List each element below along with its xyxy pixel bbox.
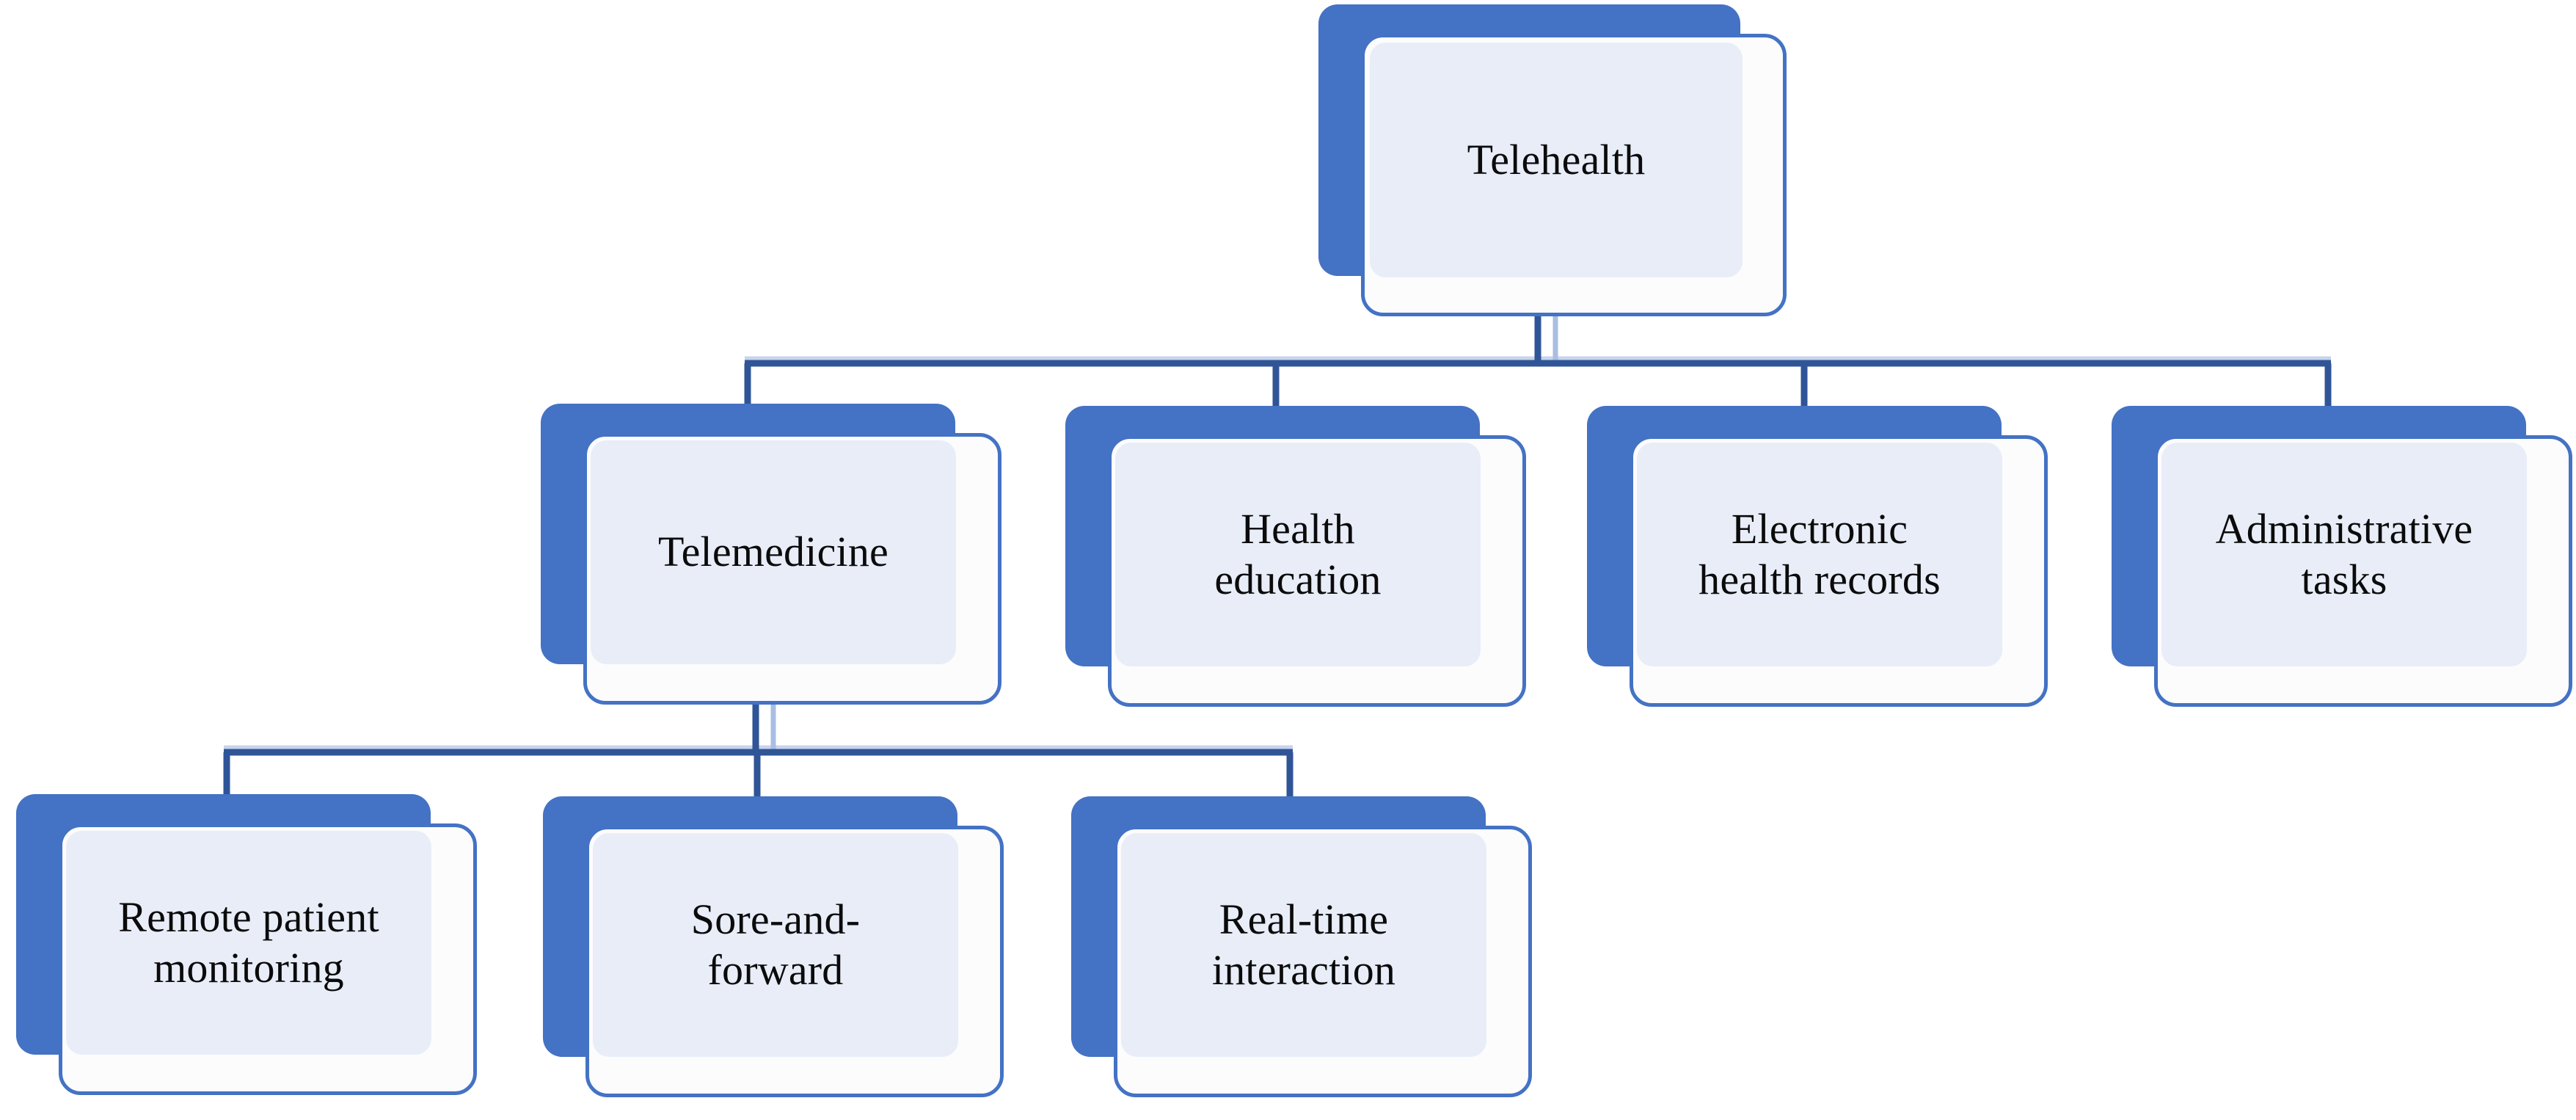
- node-real-time-interaction[interactable]: Real-time interaction: [1071, 796, 1544, 1105]
- node-label: Telemedicine: [658, 528, 889, 576]
- node-label: Real-time interaction: [1211, 895, 1396, 994]
- node-remote-patient-monitoring[interactable]: Remote patient monitoring: [16, 794, 489, 1102]
- node-panel: [1115, 443, 1481, 666]
- node-telehealth[interactable]: Telehealth: [1318, 4, 1792, 320]
- node-panel: [1370, 43, 1743, 277]
- node-panel: [66, 831, 431, 1055]
- node-panel: [593, 833, 958, 1057]
- node-panel: [1121, 833, 1486, 1057]
- node-panel: [591, 440, 956, 664]
- node-label: Remote patient monitoring: [118, 893, 379, 992]
- node-electronic-health-records[interactable]: Electronic health records: [1587, 406, 2060, 714]
- node-telemedicine[interactable]: Telemedicine: [541, 404, 1014, 712]
- node-administrative-tasks[interactable]: Administrative tasks: [2112, 406, 2576, 714]
- node-label: Electronic health records: [1699, 505, 1941, 603]
- node-panel: [1637, 443, 2002, 666]
- node-label: Health education: [1214, 505, 1382, 603]
- node-label: Administrative tasks: [2215, 505, 2473, 603]
- node-label: Sore-and- forward: [690, 895, 861, 994]
- node-health-education[interactable]: Health education: [1065, 406, 1539, 714]
- node-sore-and-forward[interactable]: Sore-and- forward: [543, 796, 1016, 1105]
- node-panel: [2161, 443, 2527, 666]
- node-label: Telehealth: [1467, 135, 1646, 183]
